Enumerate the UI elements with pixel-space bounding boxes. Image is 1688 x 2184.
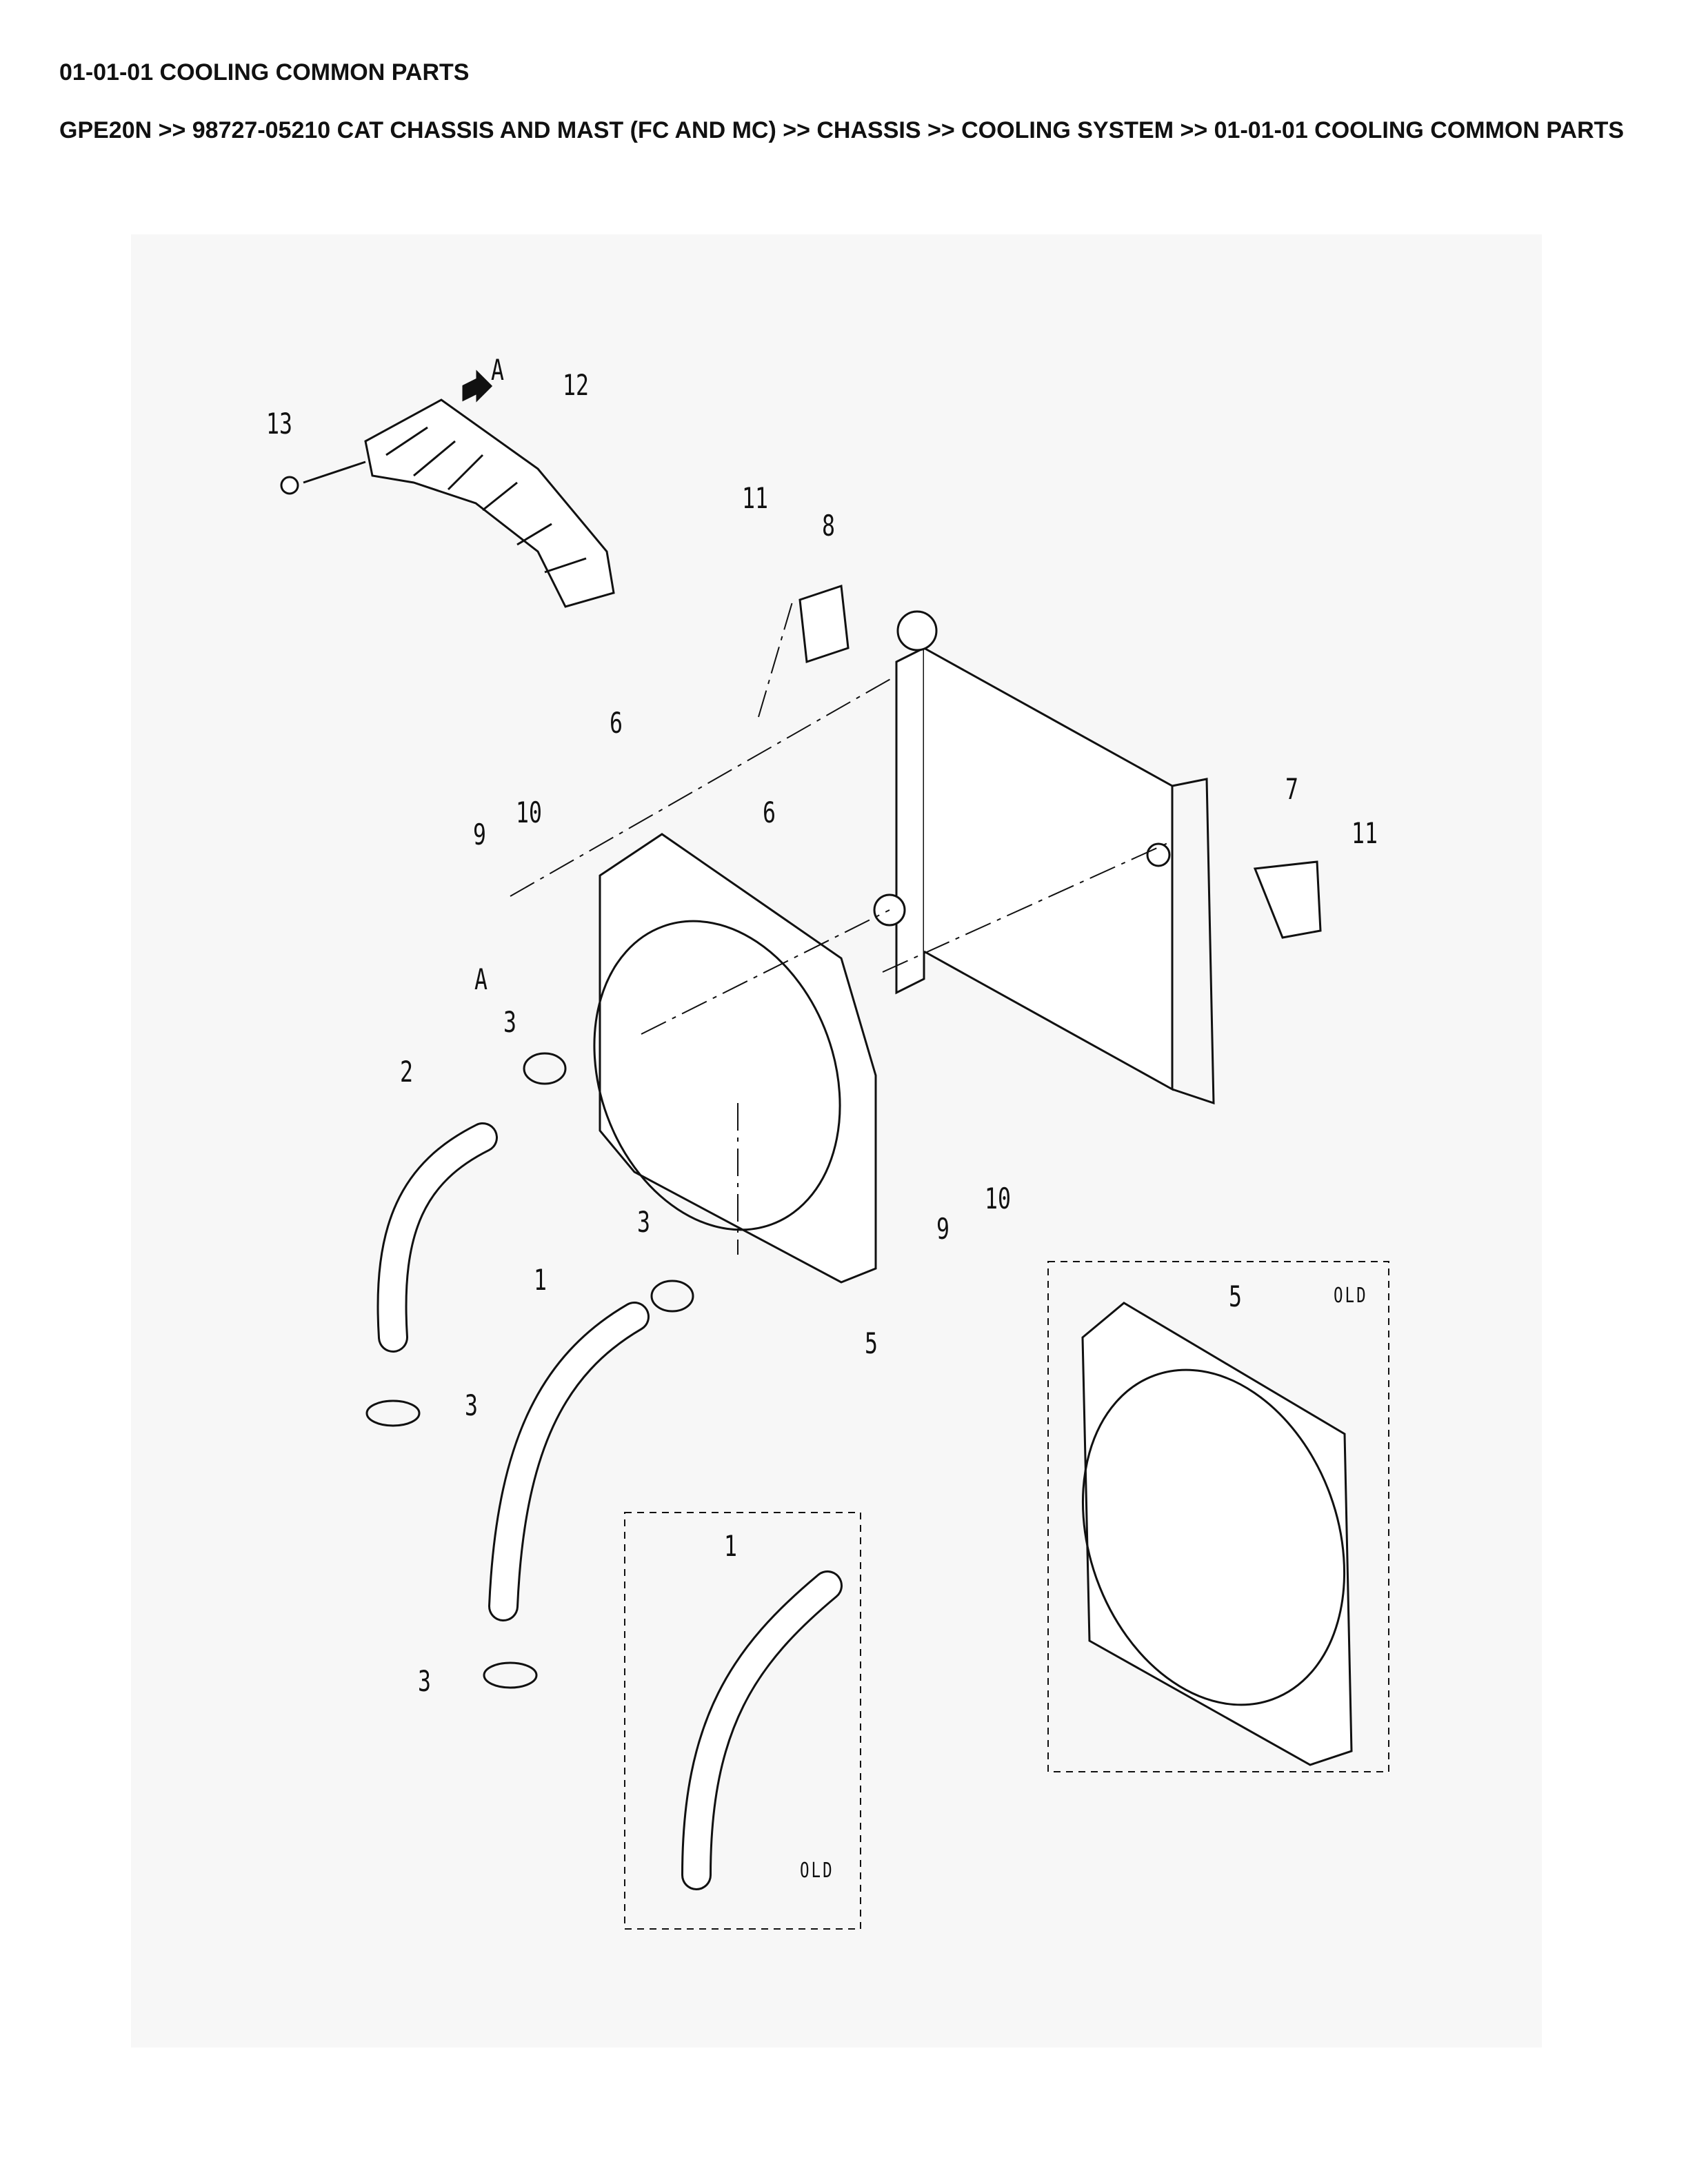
callout-2: 2	[400, 1055, 413, 1089]
fan-guard-part	[280, 398, 615, 608]
clamp-part	[523, 1052, 567, 1085]
old-variant-box	[1047, 1261, 1389, 1772]
callout-11: 11	[742, 481, 768, 515]
callout-11: 11	[1352, 816, 1378, 850]
callout-5: 5	[1229, 1280, 1242, 1313]
clamp-part	[365, 1399, 421, 1427]
callout-3: 3	[418, 1664, 431, 1698]
callout-10: 10	[985, 1182, 1011, 1215]
bracket-7-part	[1253, 860, 1322, 939]
old-label: OLD	[1334, 1284, 1368, 1308]
callout-1: 1	[534, 1263, 547, 1297]
callout-13: 13	[266, 407, 292, 441]
callout-a: A	[491, 353, 504, 387]
old-variant-box	[624, 1512, 861, 1930]
arrow-a-icon	[462, 370, 493, 403]
breadcrumb: GPE20N >> 98727-05210 CAT CHASSIS AND MA…	[59, 117, 1625, 143]
callout-3: 3	[503, 1005, 516, 1039]
callout-1: 1	[724, 1529, 737, 1563]
callout-3: 3	[637, 1205, 650, 1239]
callout-a: A	[474, 962, 488, 996]
radiator-part	[873, 610, 1215, 1105]
clamp-part	[483, 1661, 538, 1689]
old-label: OLD	[800, 1859, 834, 1883]
fan-shroud-old-part	[1081, 1302, 1353, 1766]
callout-9: 9	[936, 1212, 950, 1246]
page-title: 01-01-01 COOLING COMMON PARTS	[59, 59, 470, 85]
fan-shroud-part	[593, 833, 877, 1284]
bracket-8-part	[798, 584, 850, 664]
callout-12: 12	[563, 368, 589, 402]
callout-7: 7	[1285, 772, 1298, 806]
callout-10: 10	[516, 796, 542, 829]
callout-9: 9	[473, 818, 486, 851]
clamp-part	[650, 1280, 694, 1313]
callout-8: 8	[822, 509, 835, 543]
callout-3: 3	[465, 1388, 478, 1422]
callout-6: 6	[763, 796, 776, 829]
callout-6: 6	[610, 706, 623, 740]
callout-5: 5	[865, 1326, 878, 1360]
